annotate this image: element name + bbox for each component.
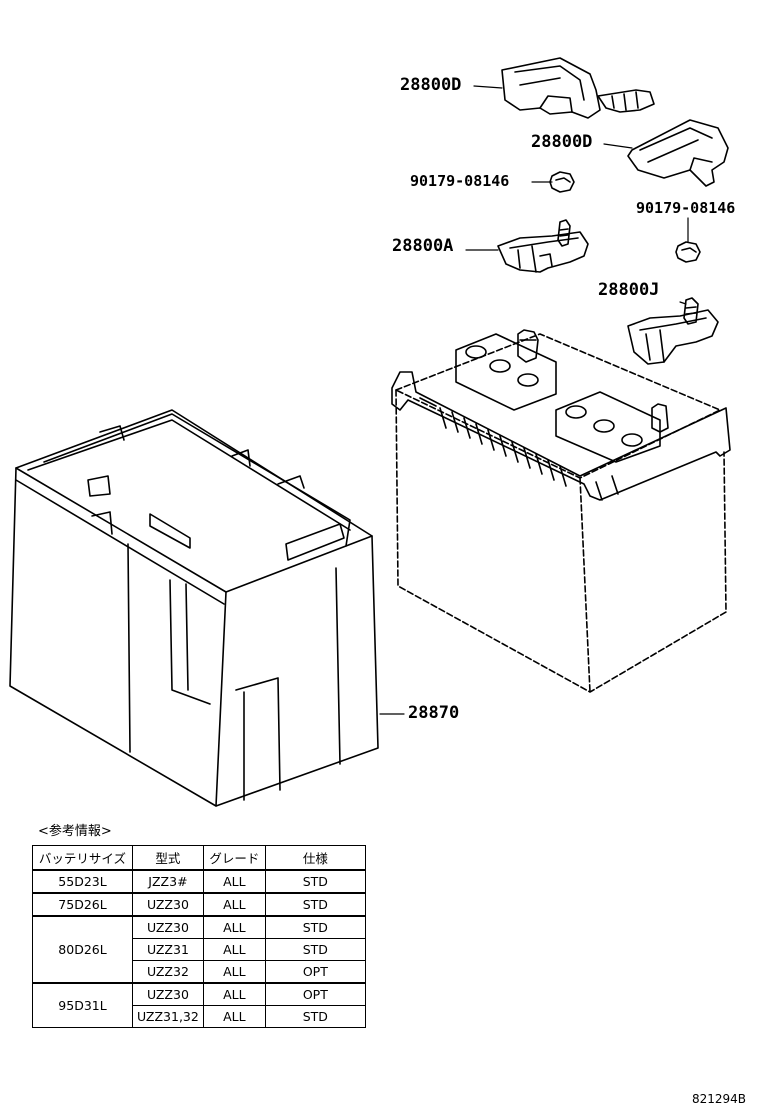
model-cell: UZZ30 [132,892,204,917]
callout-clamp-negative: 28800A [392,236,454,256]
battery-size-cell: 80D26L [32,915,133,984]
spec-cell: STD [264,915,366,939]
reference-title: <参考情報> [38,824,112,839]
callout-clamp-positive: 28800J [598,280,660,300]
spec-cell: STD [264,892,366,917]
terminal-cover-lower [627,119,729,187]
table-header-cell: グレード [202,845,266,871]
spec-cell: STD [264,938,366,961]
callout-cover-lower: 28800D [531,132,593,152]
model-cell: JZZ3# [132,869,204,894]
model-cell: UZZ30 [132,915,204,939]
grade-cell: ALL [202,892,266,917]
terminal-clamp-positive [627,297,719,365]
callout-cover-upper: 28800D [400,75,462,95]
grade-cell: ALL [202,869,266,894]
spec-cell: STD [264,1005,366,1028]
model-cell: UZZ30 [132,982,204,1006]
spec-cell: OPT [264,982,366,1006]
battery [391,329,731,693]
model-cell: UZZ31,32 [132,1005,204,1028]
battery-box [9,409,379,807]
leader-lines [379,85,689,715]
battery-size-cell: 95D31L [32,982,133,1028]
grade-cell: ALL [202,915,266,939]
table-header-row: バッテリサイズ型式グレード仕様 [32,845,366,871]
battery-size-cell: 55D23L [32,869,133,894]
table-header-cell: 型式 [132,845,204,871]
drawing-code: 821294B [691,1092,746,1106]
model-cell: UZZ31 [132,938,204,961]
nut-right [675,241,701,263]
spec-cell: OPT [264,960,366,984]
callout-battery-box: 28870 [408,703,460,723]
grade-cell: ALL [202,960,266,984]
nut-left [549,171,575,193]
grade-cell: ALL [202,1005,266,1028]
spec-cell: STD [264,869,366,894]
terminal-clamp-negative [497,219,589,273]
grade-cell: ALL [202,982,266,1006]
model-cell: UZZ32 [132,960,204,984]
callout-nut-right: 90179-08146 [636,199,736,217]
grade-cell: ALL [202,938,266,961]
callout-nut-left: 90179-08146 [410,172,510,190]
terminal-cover-upper [501,57,655,119]
battery-size-cell: 75D26L [32,892,133,917]
table-header-cell: 仕様 [264,845,366,871]
table-header-cell: バッテリサイズ [32,845,133,871]
